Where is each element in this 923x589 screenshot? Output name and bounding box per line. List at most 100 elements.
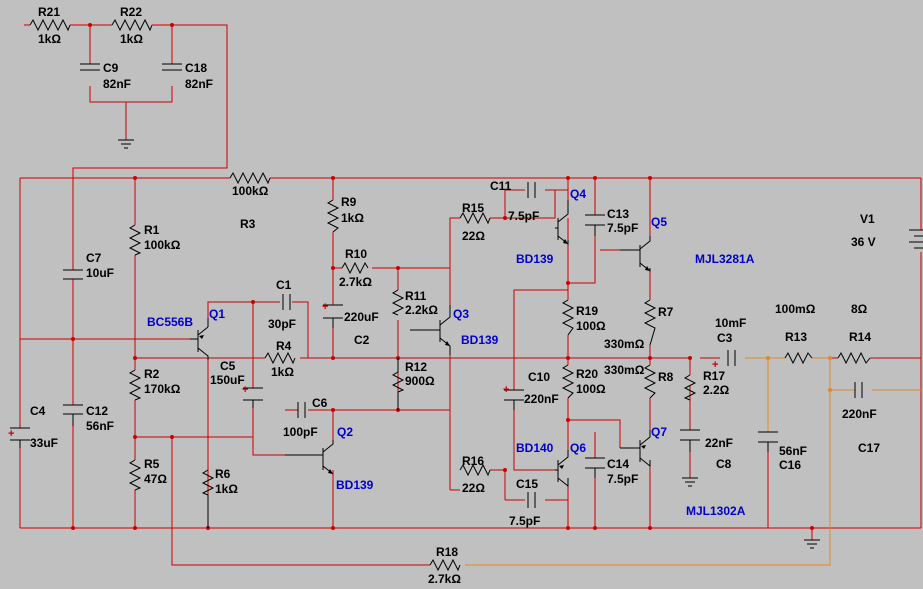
r15-ref: R15 [462, 201, 484, 215]
r15-value: 22Ω [462, 229, 485, 243]
r9-value: 1kΩ [341, 211, 364, 225]
r18-value: 2.7kΩ [428, 572, 461, 586]
feedback-wires [171, 357, 921, 566]
r10-value: 2.7kΩ [339, 275, 372, 289]
c11-value: 7.5pF [508, 209, 539, 223]
r20-ref: R20 [576, 367, 598, 381]
c11-ref: C11 [490, 179, 512, 193]
c18-ref: C18 [185, 61, 207, 75]
r17-ref: R17 [703, 369, 725, 383]
q3-ref: Q3 [453, 307, 469, 321]
c7-ref: C7 [86, 251, 102, 265]
q7-ref: Q7 [651, 425, 667, 439]
c1-ref: C1 [276, 278, 292, 292]
q5-ref: Q5 [651, 215, 667, 229]
r18-ref: R18 [436, 545, 458, 559]
ground-symbols [118, 139, 820, 549]
c5-value: 150uF [210, 373, 245, 387]
c12-ref: C12 [86, 404, 108, 418]
q5-model: MJL3281A [695, 252, 755, 266]
r3-ref: R3 [240, 217, 256, 231]
capacitor-symbols: + + + + + [8, 63, 863, 508]
r5-ref: R5 [144, 457, 160, 471]
r20-value: 100Ω [576, 382, 606, 396]
svg-text:+: + [322, 301, 328, 313]
c5-ref: C5 [220, 359, 236, 373]
c17-value: 220nF [842, 407, 877, 421]
r5-value: 47Ω [144, 472, 167, 486]
v1-value: 36 V [851, 235, 876, 249]
c8-ref: C8 [716, 457, 732, 471]
junctions [71, 23, 832, 530]
q4-model: BD139 [516, 252, 554, 266]
c12-value: 56nF [86, 419, 114, 433]
r17-value: 2.2Ω [703, 383, 730, 397]
q6-ref: Q6 [570, 441, 586, 455]
c16-value: 56nF [779, 444, 807, 458]
c14-value: 7.5pF [607, 472, 638, 486]
r14-value: 8Ω [851, 302, 868, 316]
c3-value: 10mF [715, 316, 746, 330]
r6-ref: R6 [215, 467, 231, 481]
r22-ref: R22 [120, 5, 142, 19]
r8-value: 330mΩ [604, 363, 645, 377]
r9-ref: R9 [341, 195, 357, 209]
c6-ref: C6 [312, 396, 328, 410]
q3-model: BD139 [461, 333, 499, 347]
r19-value: 100Ω [576, 319, 606, 333]
r11-value: 2.2kΩ [405, 303, 438, 317]
r11-ref: R11 [405, 289, 427, 303]
r19-ref: R19 [576, 304, 598, 318]
c17-ref: C17 [858, 441, 880, 455]
r13-ref: R13 [785, 330, 807, 344]
svg-text:+: + [712, 359, 718, 371]
r16-value: 22Ω [462, 481, 485, 495]
c10-value: 220nF [524, 392, 559, 406]
v1-ref: V1 [860, 212, 875, 226]
r13-value: 100mΩ [775, 302, 816, 316]
r1-ref: R1 [144, 223, 160, 237]
r4-ref: R4 [276, 339, 292, 353]
q1-ref: Q1 [209, 307, 225, 321]
r3-value: 100kΩ [232, 184, 269, 198]
c13-value: 7.5pF [607, 221, 638, 235]
r22-value: 1kΩ [120, 32, 143, 46]
r10-ref: R10 [345, 247, 367, 261]
r14-ref: R14 [849, 330, 871, 344]
resistor-symbols [29, 18, 871, 572]
q1-model: BC556B [147, 315, 193, 329]
r8-ref: R8 [658, 370, 674, 384]
r16-ref: R16 [462, 454, 484, 468]
c13-ref: C13 [607, 207, 629, 221]
r2-value: 170kΩ [144, 382, 181, 396]
c3-ref: C3 [717, 331, 733, 345]
q2-ref: Q2 [337, 425, 353, 439]
c2-ref: C2 [354, 333, 370, 347]
labels: R21 1kΩ R22 1kΩ C9 82nF C18 82nF 100kΩ R… [30, 5, 880, 586]
c2-value: 220uF [344, 310, 379, 324]
c4-value: 33uF [30, 436, 58, 450]
c16-ref: C16 [779, 458, 801, 472]
c9-value: 82nF [103, 77, 131, 91]
c6-value: 100pF [283, 425, 318, 439]
r12-ref: R12 [405, 360, 427, 374]
svg-text:+: + [8, 428, 14, 440]
r1-value: 100kΩ [144, 238, 181, 252]
r2-ref: R2 [144, 367, 160, 381]
q7-model: MJL1302A [686, 504, 746, 518]
c1-value: 30pF [268, 317, 296, 331]
r21-ref: R21 [38, 5, 60, 19]
r12-value: 900Ω [405, 374, 435, 388]
q2-model: BD139 [336, 478, 374, 492]
c8-value: 22nF [705, 436, 733, 450]
q6-model: BD140 [516, 441, 554, 455]
r4-value: 1kΩ [271, 365, 294, 379]
c9-ref: C9 [103, 61, 119, 75]
c14-ref: C14 [607, 457, 629, 471]
c15-ref: C15 [516, 477, 538, 491]
c18-value: 82nF [185, 77, 213, 91]
battery-symbol [909, 229, 923, 249]
c15-value: 7.5pF [509, 514, 540, 528]
r7-value: 330mΩ [604, 337, 645, 351]
